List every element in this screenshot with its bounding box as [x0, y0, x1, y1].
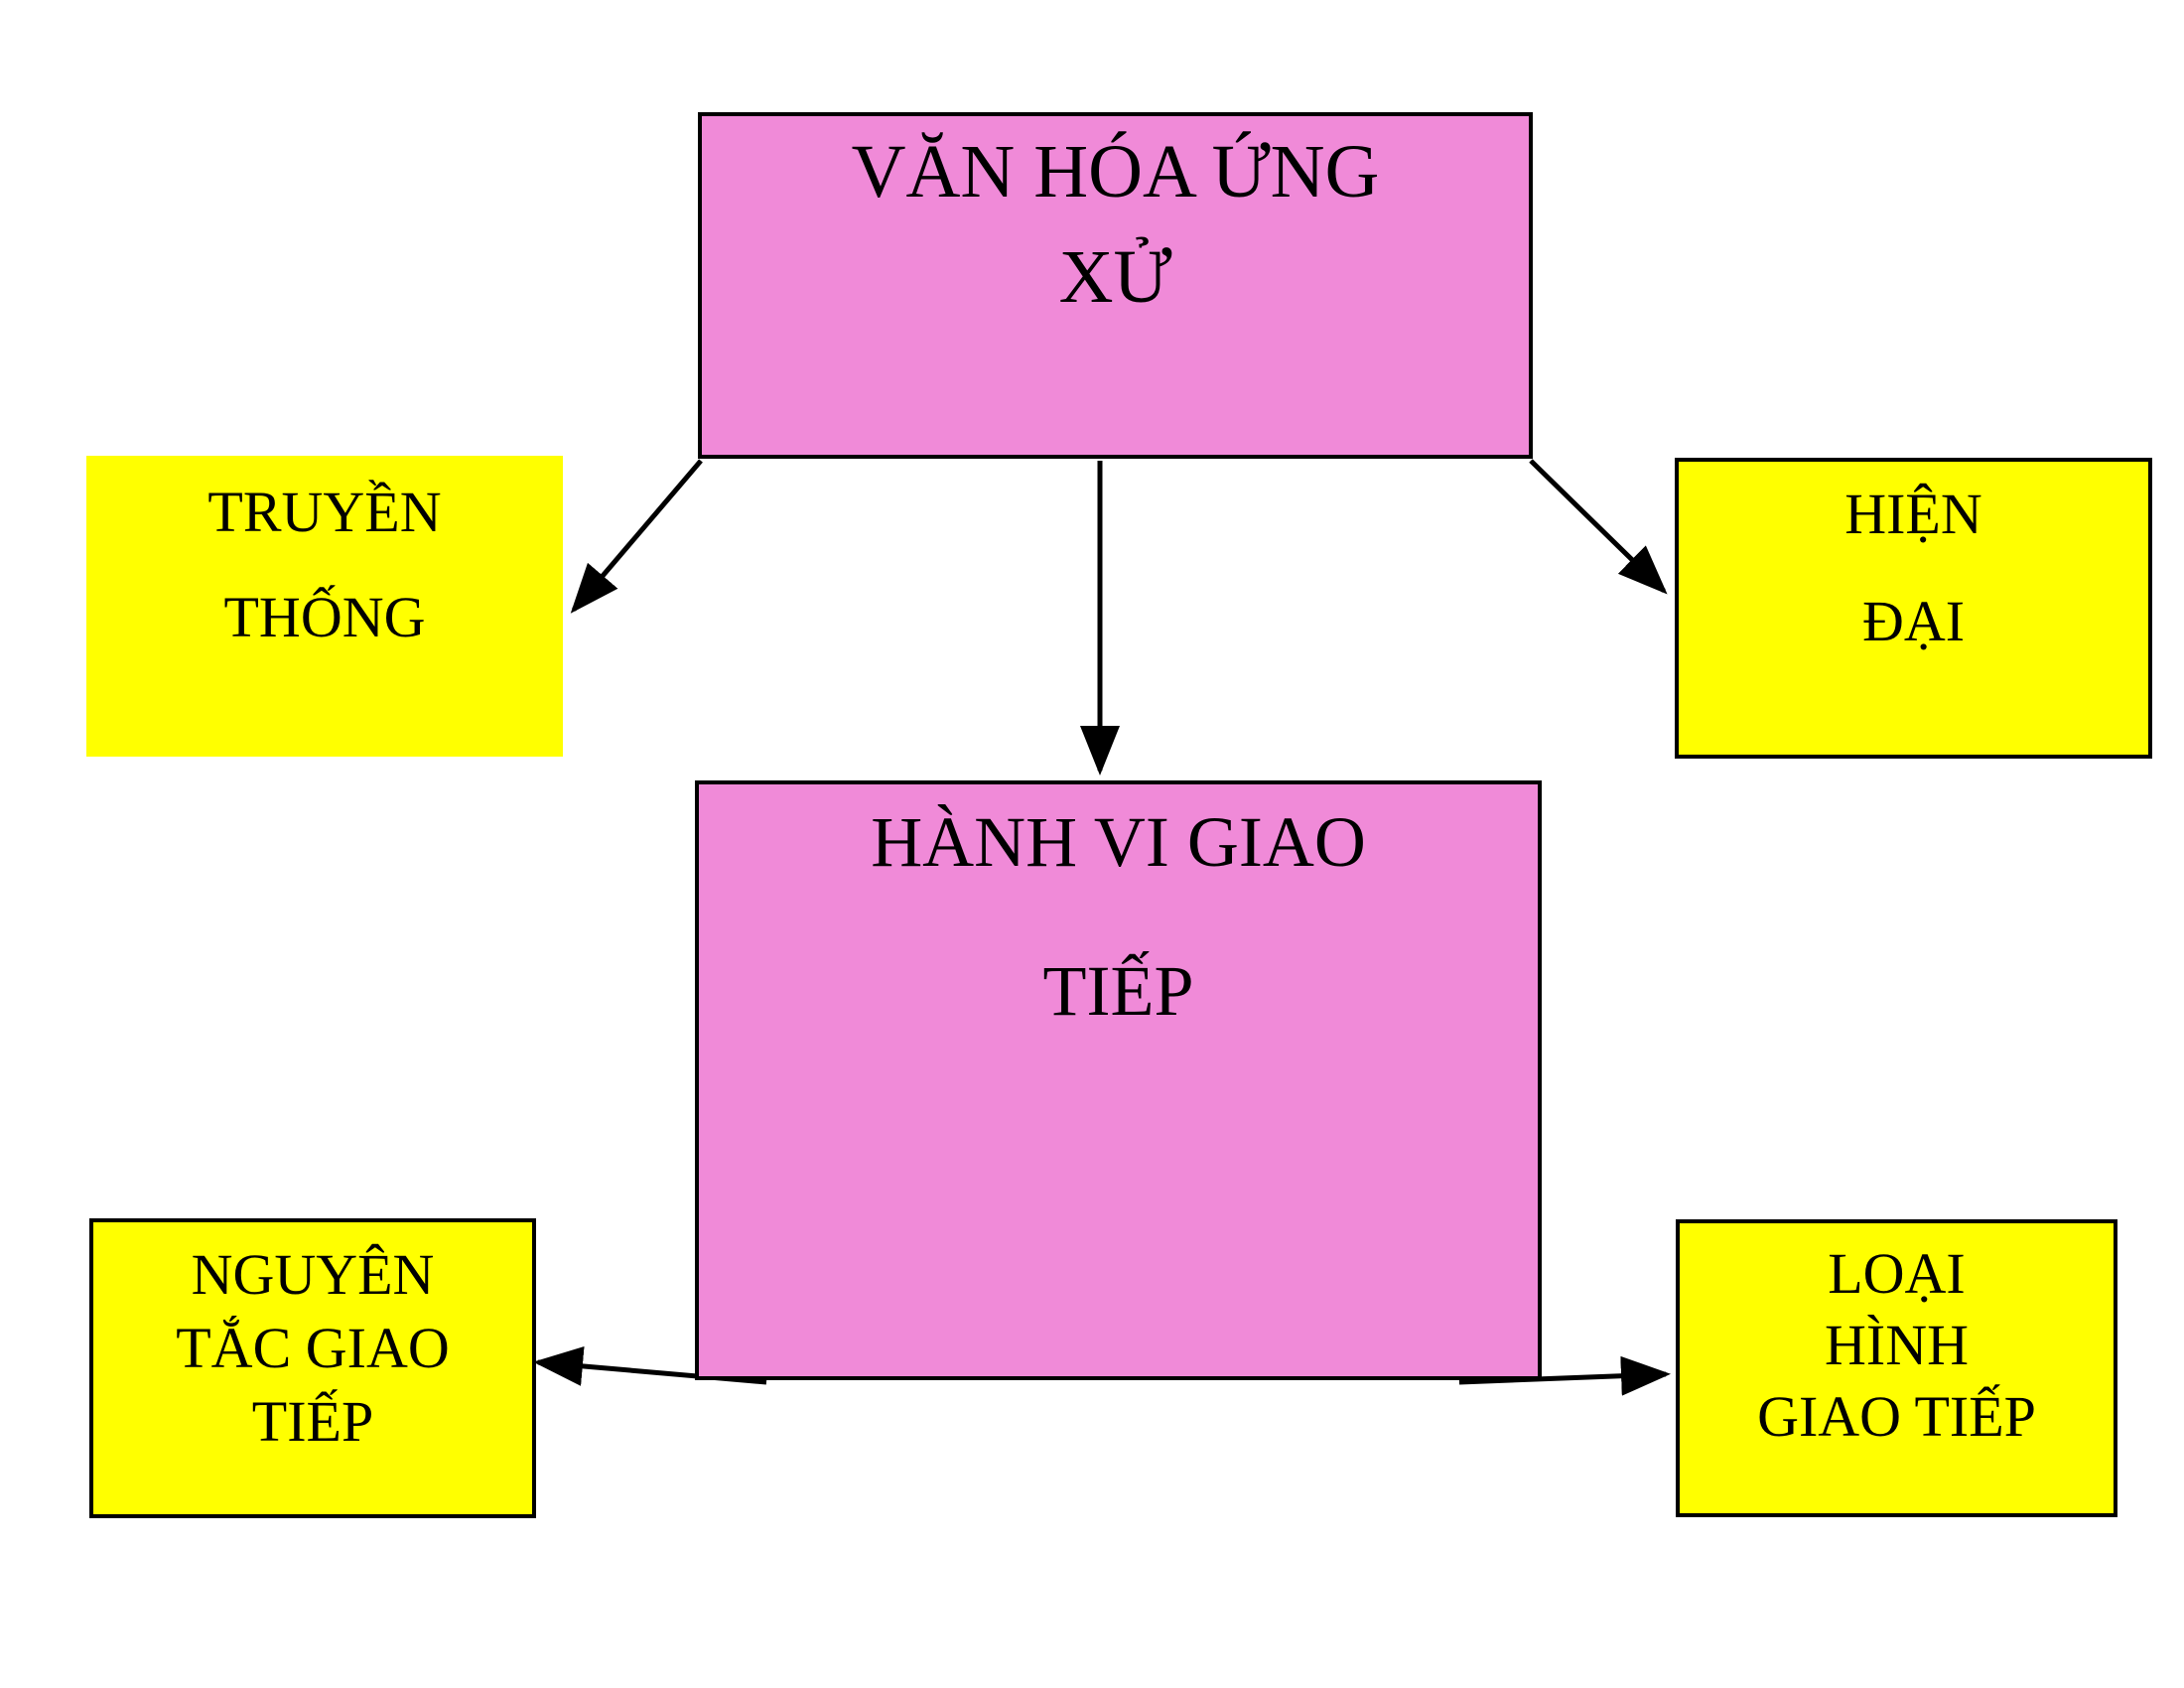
node-label-line: VĂN HÓA ỨNG: [851, 130, 1380, 213]
edge-van-hoa-to-truyen-thong: [570, 459, 703, 614]
node-label-line: GIAO TIẾP: [1757, 1384, 2036, 1449]
node-label-line: HÌNH: [1825, 1313, 1969, 1377]
node-nguyen-tac-giao-tiep[interactable]: NGUYÊN TẮC GIAO TIẾP: [89, 1218, 536, 1518]
edge-van-hoa-to-hien-dai: [1529, 459, 1668, 595]
node-label-line: TẮC GIAO: [176, 1316, 450, 1380]
node-label-line: LOẠI: [1828, 1241, 1966, 1306]
node-label-line: HIỆN: [1844, 482, 1982, 546]
node-label-line: NGUYÊN: [191, 1242, 435, 1307]
node-label-line: TIẾP: [251, 1389, 374, 1454]
node-label-line: THỐNG: [223, 585, 426, 649]
node-hanh-vi-giao-tiep[interactable]: HÀNH VI GIAO TIẾP: [695, 780, 1542, 1380]
node-label-line: ĐẠI: [1861, 589, 1966, 653]
node-loai-hinh-giao-tiep[interactable]: LOẠI HÌNH GIAO TIẾP: [1676, 1219, 2117, 1517]
node-label-line: TRUYỀN: [207, 480, 442, 544]
node-hien-dai[interactable]: HIỆN ĐẠI: [1675, 458, 2152, 759]
node-label-line: HÀNH VI GIAO: [871, 802, 1366, 882]
node-truyen-thong[interactable]: TRUYỀN THỐNG: [86, 456, 563, 757]
node-label-line: TIẾP: [1042, 951, 1194, 1031]
node-van-hoa-ung-xu[interactable]: VĂN HÓA ỨNG XỬ: [698, 112, 1533, 459]
node-label-line: XỬ: [1058, 235, 1172, 319]
